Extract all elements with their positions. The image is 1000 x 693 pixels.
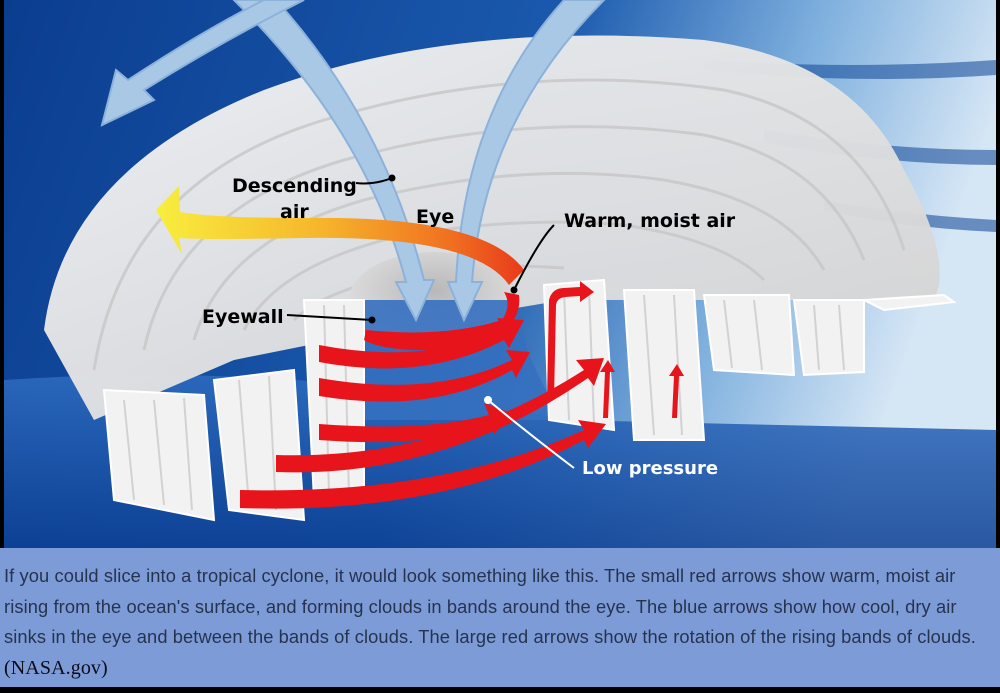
label-eyewall: Eyewall [202,306,284,328]
rising-air-arrows [547,281,684,418]
rotation-arrow-1 [319,318,524,369]
cloud-band-striations [123,287,845,511]
label-warm-moist-air: Warm, moist air [564,210,736,232]
descending-arrow-left [232,0,436,323]
figure-caption: If you could slice into a tropical cyclo… [0,548,1000,687]
rotation-arrow-2 [319,350,530,402]
caption-text: If you could slice into a tropical cyclo… [4,565,976,647]
descending-arrow-right [446,0,606,323]
label-descending-air-line1: Descending [232,175,357,197]
outflow-arrow [156,186,524,285]
rotation-arrow-4 [276,358,604,473]
label-descending-air-line2: air [280,201,309,223]
cloud-bands [102,278,957,522]
rotation-arrows [240,318,606,509]
low-pressure-dot [484,396,492,404]
label-eye: Eye [416,206,455,228]
cyclone-diagram: Descending air Eye Warm, moist air Eyewa… [4,0,996,548]
leader-dots [368,174,518,324]
low-pressure-leader-line [487,399,575,469]
rotation-arrow-5 [240,420,606,509]
caption-credit: (NASA.gov) [4,656,108,679]
outflow-arrow-top-left [100,0,305,127]
eye-rotation-arrow [364,292,520,351]
bottom-border [0,687,1000,693]
descending-air-arrows [100,0,606,323]
label-low-pressure: Low pressure [582,458,719,479]
